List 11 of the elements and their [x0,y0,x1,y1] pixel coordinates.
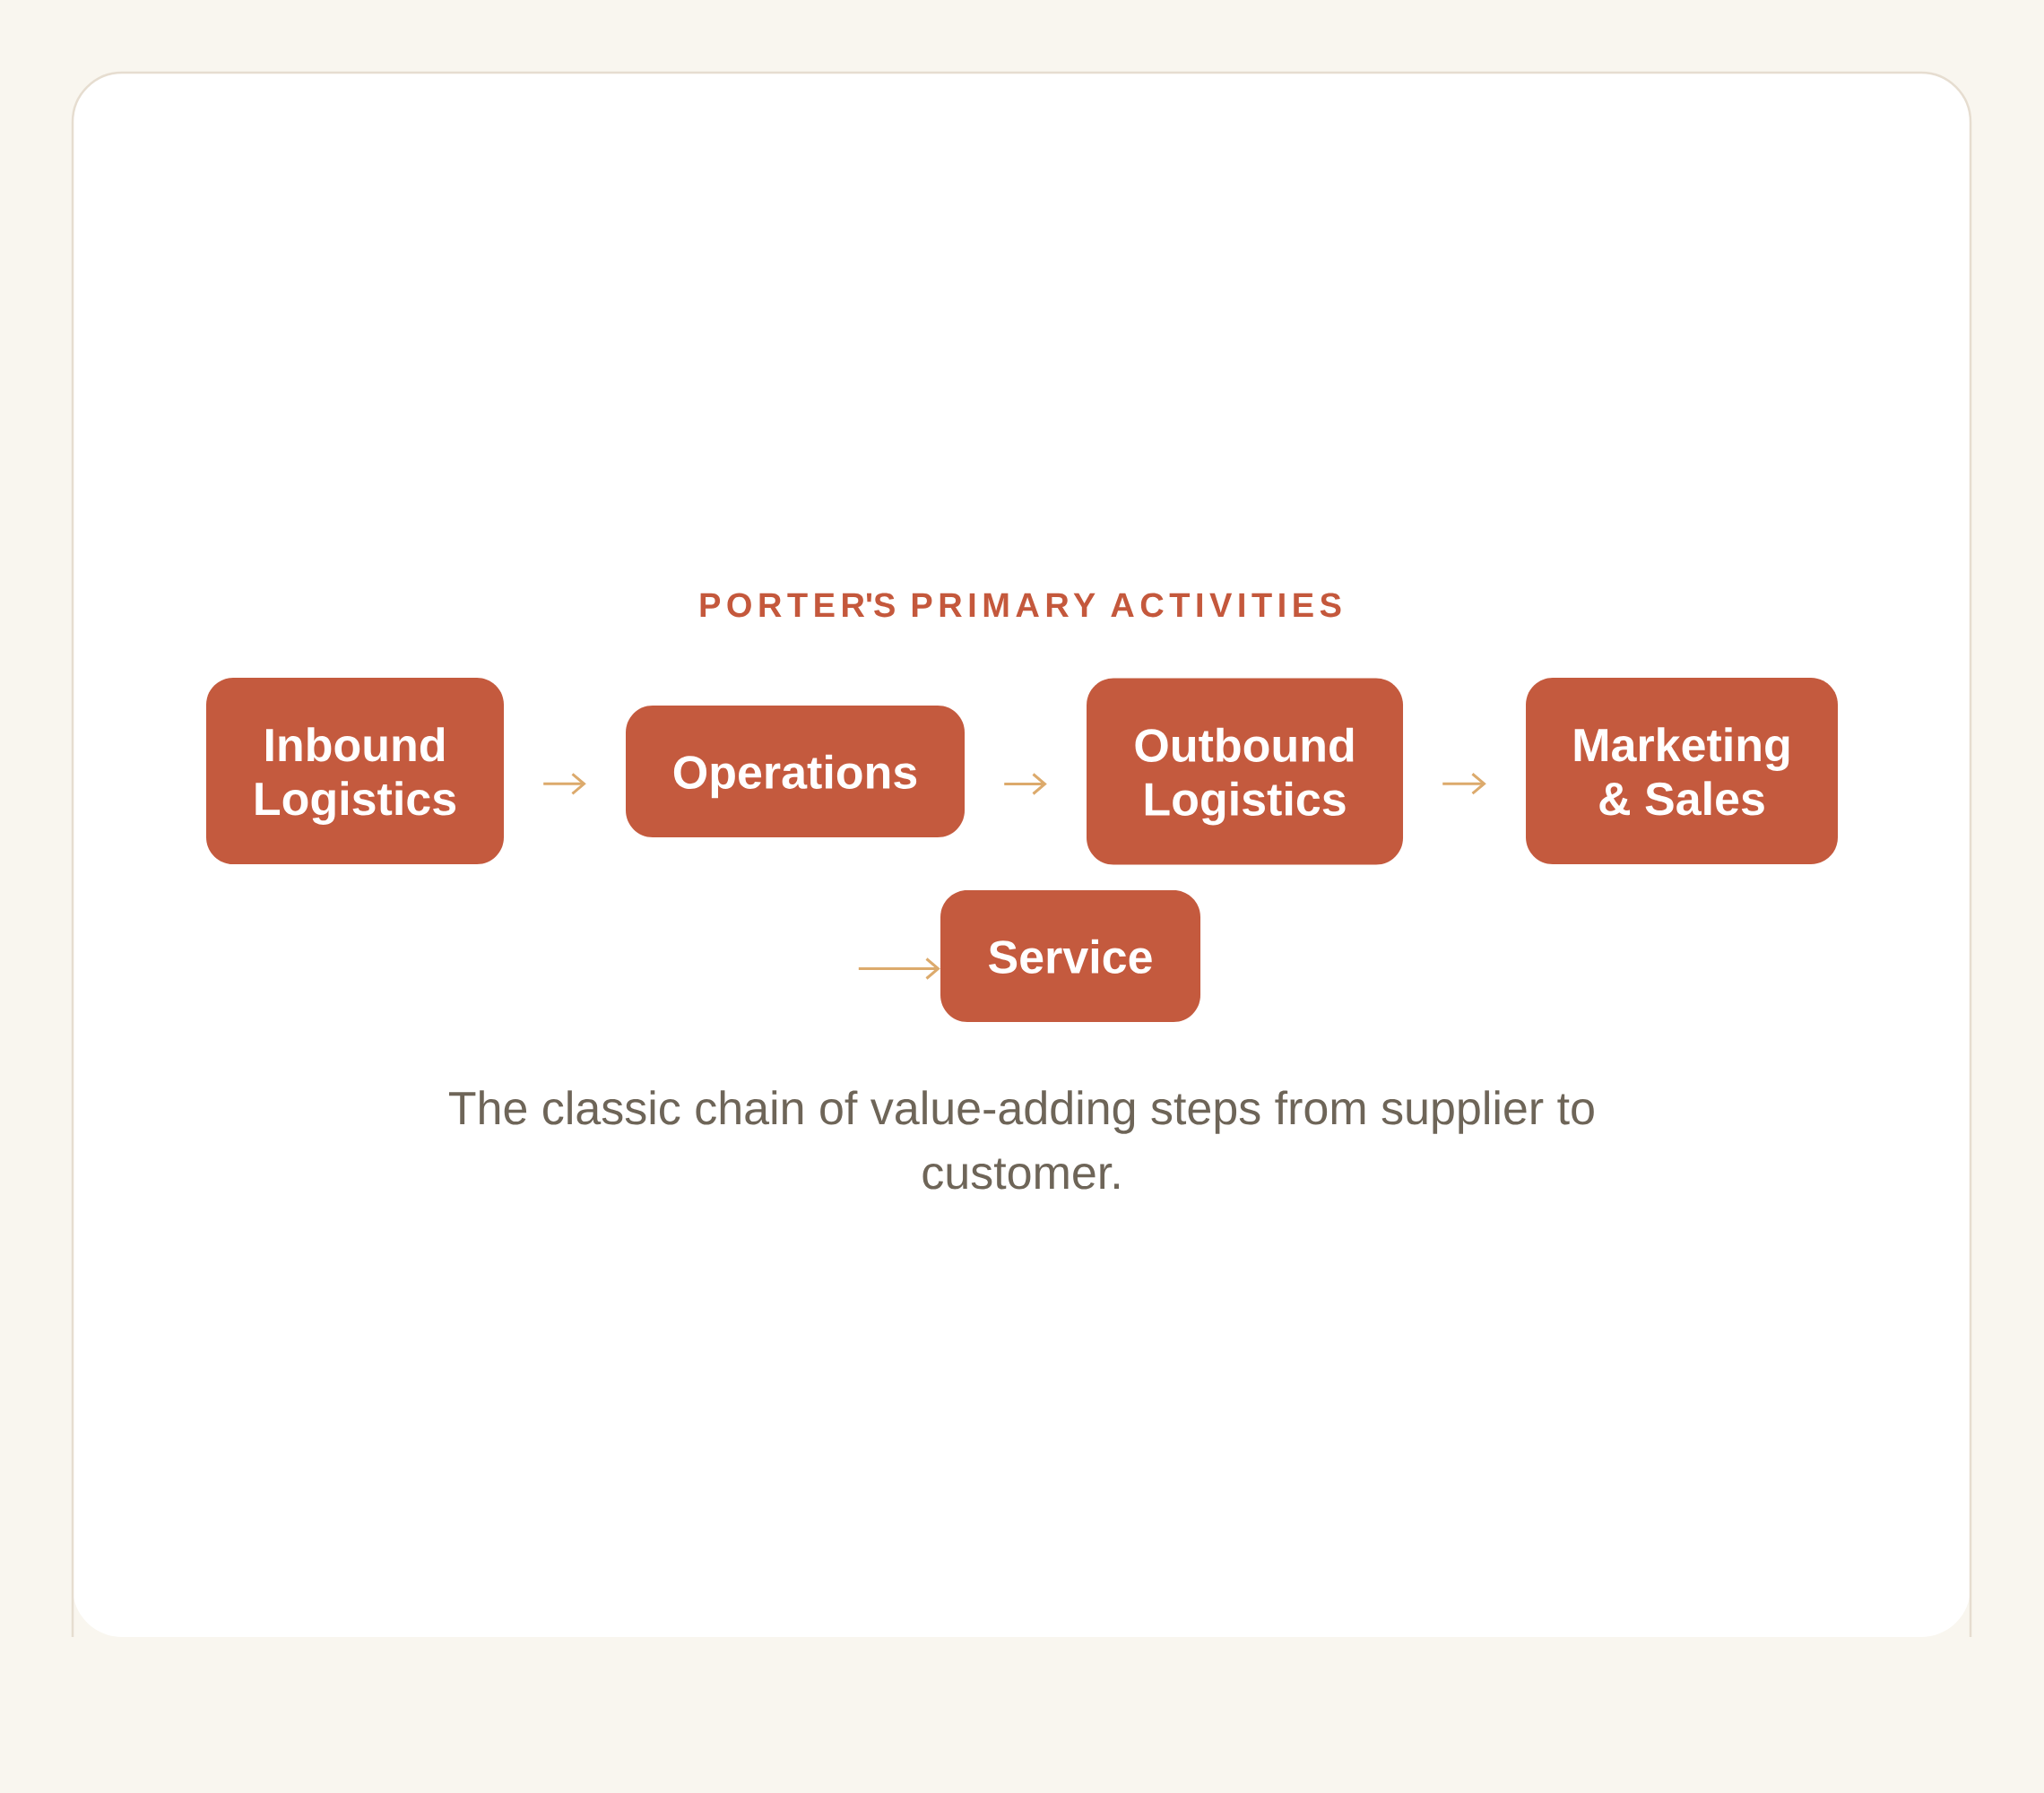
process-box: Operations [626,706,965,837]
caption: The classic chain of value-adding steps from supplier to customer. [448,1090,1594,1190]
arrow [1004,773,1047,795]
title: PORTER'S PRIMARY ACTIVITIES [700,593,1341,618]
process-box: Marketing & Sales [1526,678,1839,864]
arrow [543,773,586,795]
arrow [858,957,940,980]
arrow [1442,773,1486,795]
process-box: Service [940,890,1200,1022]
process-box: Inbound Logistics [206,678,504,864]
process-box: Outbound Logistics [1087,678,1403,865]
